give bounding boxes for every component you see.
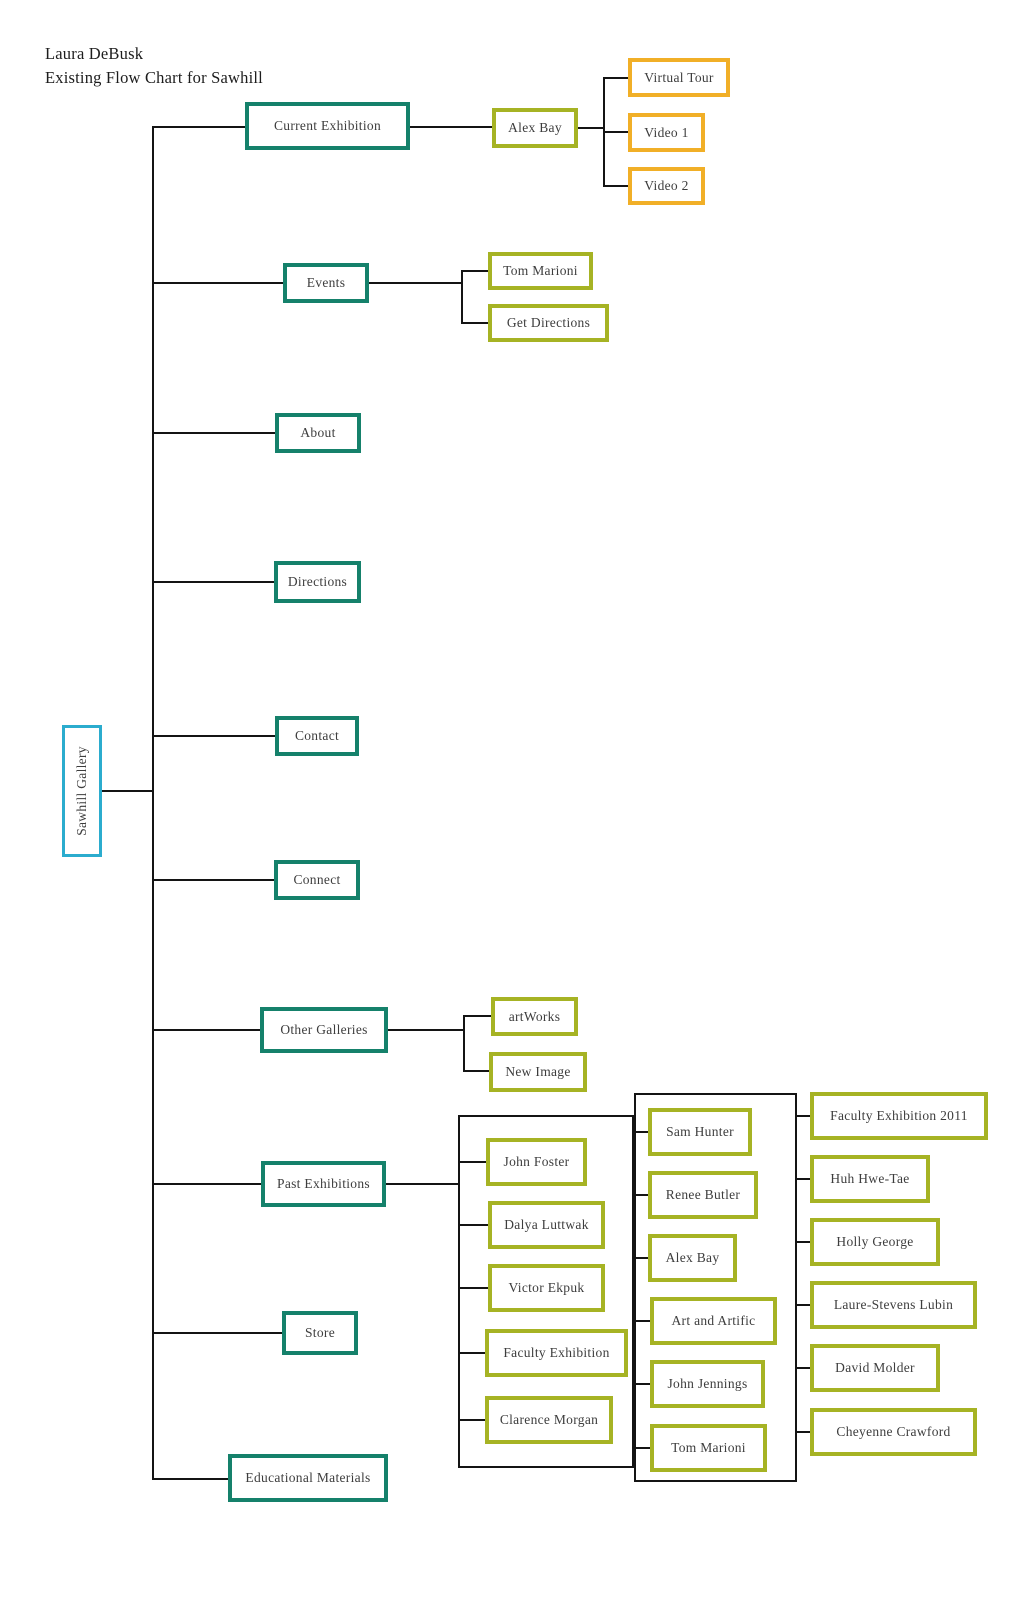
connector-branch-about: [152, 432, 275, 434]
connector-stub-tom-marioni: [461, 270, 488, 272]
connector-branch-current-exhibition: [152, 126, 245, 128]
connector-pe-out: [386, 1183, 458, 1185]
connector-stub-video-1: [603, 131, 628, 133]
connector-branch-other-galleries: [152, 1029, 260, 1031]
node-sawhill-gallery-label: Sawhill Gallery: [74, 746, 90, 836]
node-directions: Directions: [274, 561, 361, 603]
connector-stub-holly-george: [797, 1241, 810, 1243]
node-clarence-morgan: Clarence Morgan: [485, 1396, 613, 1444]
node-tom-marioni-2: Tom Marioni: [650, 1424, 767, 1472]
connector-ce-alexbay: [410, 126, 492, 128]
node-faculty-exhibition: Faculty Exhibition: [485, 1329, 628, 1377]
node-other-galleries: Other Galleries: [260, 1007, 388, 1053]
node-laure-stevens-lubin: Laure-Stevens Lubin: [810, 1281, 977, 1329]
connector-stub-virtual-tour: [603, 77, 628, 79]
node-store: Store: [282, 1311, 358, 1355]
connector-stub-cheyenne-crawford: [797, 1431, 810, 1433]
connector-stub-david-molder: [797, 1367, 810, 1369]
node-holly-george: Holly George: [810, 1218, 940, 1266]
node-sawhill-gallery: Sawhill Gallery: [62, 725, 102, 857]
node-alex-bay: Alex Bay: [492, 108, 578, 148]
author-name: Laura DeBusk: [45, 44, 144, 63]
connector-og-vertical: [463, 1015, 465, 1072]
node-victor-ekpuk: Victor Ekpuk: [488, 1264, 605, 1312]
connector-stub-victor-ekpuk: [458, 1287, 488, 1289]
connector-stub-new-image: [463, 1070, 489, 1072]
connector-stub-dalya-luttwak: [458, 1224, 488, 1226]
group-box-past-exhibitions-col2: [634, 1093, 797, 1482]
connector-stub-art-and-artific: [634, 1320, 650, 1322]
connector-stub-faculty-exhibition: [458, 1352, 485, 1354]
connector-stub-faculty-exhibition-2011: [797, 1115, 810, 1117]
node-new-image: New Image: [489, 1052, 587, 1092]
node-video-2: Video 2: [628, 167, 705, 205]
node-educational-materials: Educational Materials: [228, 1454, 388, 1502]
connector-events-vertical: [461, 270, 463, 324]
node-david-molder: David Molder: [810, 1344, 940, 1392]
node-contact: Contact: [275, 716, 359, 756]
node-past-exhibitions: Past Exhibitions: [261, 1161, 386, 1207]
title-block: Laura DeBusk Existing Flow Chart for Saw…: [45, 42, 263, 90]
node-john-jennings: John Jennings: [650, 1360, 765, 1408]
group-box-past-exhibitions-col1: [458, 1115, 634, 1468]
node-art-and-artific: Art and Artific: [650, 1297, 777, 1345]
connector-stub-john-jennings: [634, 1383, 650, 1385]
node-john-foster: John Foster: [486, 1138, 587, 1186]
node-video-1: Video 1: [628, 113, 705, 152]
node-huh-hwe-tae: Huh Hwe-Tae: [810, 1155, 930, 1203]
connector-stub-laure-stevens-lubin: [797, 1304, 810, 1306]
connector-stub-clarence-morgan: [458, 1419, 485, 1421]
node-about: About: [275, 413, 361, 453]
connector-branch-connect: [152, 879, 274, 881]
connector-stub-tom-marioni-2: [634, 1447, 650, 1449]
node-tom-marioni: Tom Marioni: [488, 252, 593, 290]
node-current-exhibition: Current Exhibition: [245, 102, 410, 150]
connector-stub-get-directions: [461, 322, 488, 324]
connector-stub-john-foster: [458, 1161, 486, 1163]
connector-stub-renee-butler: [634, 1194, 648, 1196]
node-artworks: artWorks: [491, 997, 578, 1036]
node-faculty-exhibition-2011: Faculty Exhibition 2011: [810, 1092, 988, 1140]
connector-og-out: [388, 1029, 463, 1031]
connector-root: [102, 790, 152, 792]
connector-branch-directions: [152, 581, 274, 583]
connector-stub-video-2: [603, 185, 628, 187]
connector-stub-artworks: [463, 1015, 491, 1017]
connector-branch-contact: [152, 735, 275, 737]
node-renee-butler: Renee Butler: [648, 1171, 758, 1219]
connector-stub-alex-bay-2: [634, 1257, 648, 1259]
connector-alexbay-out: [578, 127, 605, 129]
node-cheyenne-crawford: Cheyenne Crawford: [810, 1408, 977, 1456]
connector-stub-huh-hwe-tae: [797, 1178, 810, 1180]
node-alex-bay-2: Alex Bay: [648, 1234, 737, 1282]
connector-events-out: [369, 282, 461, 284]
node-get-directions: Get Directions: [488, 304, 609, 342]
connector-trunk: [152, 126, 154, 1480]
chart-title: Existing Flow Chart for Sawhill: [45, 67, 263, 87]
node-sam-hunter: Sam Hunter: [648, 1108, 752, 1156]
node-connect: Connect: [274, 860, 360, 900]
connector-branch-past-exhibitions: [152, 1183, 261, 1185]
connector-stub-sam-hunter: [634, 1131, 648, 1133]
connector-branch-events: [152, 282, 283, 284]
connector-branch-educational-materials: [152, 1478, 228, 1480]
node-virtual-tour: Virtual Tour: [628, 58, 730, 97]
node-dalya-luttwak: Dalya Luttwak: [488, 1201, 605, 1249]
connector-branch-store: [152, 1332, 282, 1334]
node-events: Events: [283, 263, 369, 303]
